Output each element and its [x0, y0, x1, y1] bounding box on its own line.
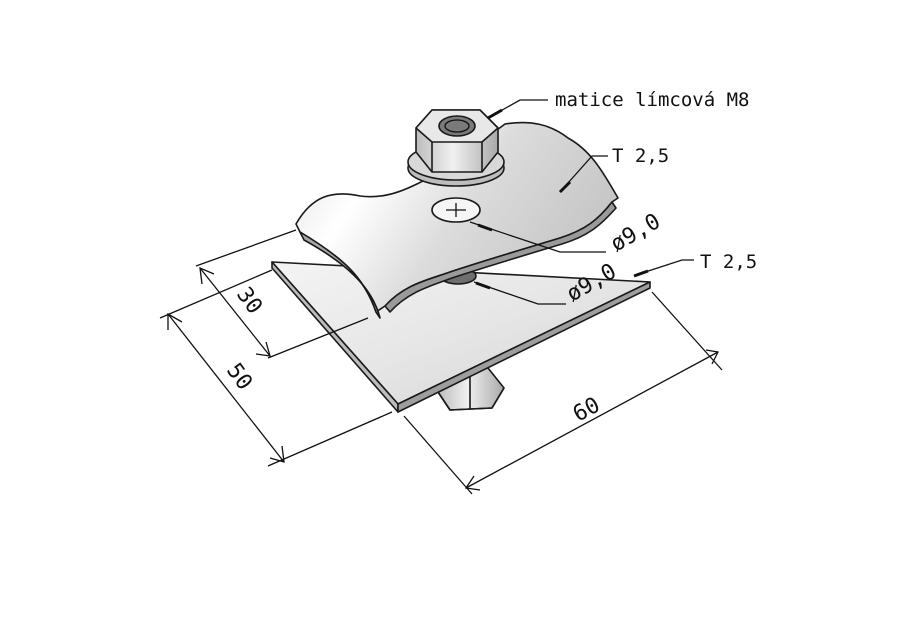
dimension-50: [159, 269, 393, 467]
plate-thickness-label: T 2,5: [700, 251, 757, 273]
clip: [295, 121, 619, 319]
nut-label: matice límcová M8: [555, 89, 749, 111]
dimension-30: [195, 229, 369, 359]
clip-thickness-label: T 2,5: [612, 145, 669, 167]
dimension-60: [403, 291, 723, 495]
clip-hole-label: ø9,0: [607, 209, 665, 257]
leader-lines: [469, 99, 694, 305]
top-flange-nut: [407, 109, 505, 187]
dimension-60-label: 60: [569, 393, 604, 428]
